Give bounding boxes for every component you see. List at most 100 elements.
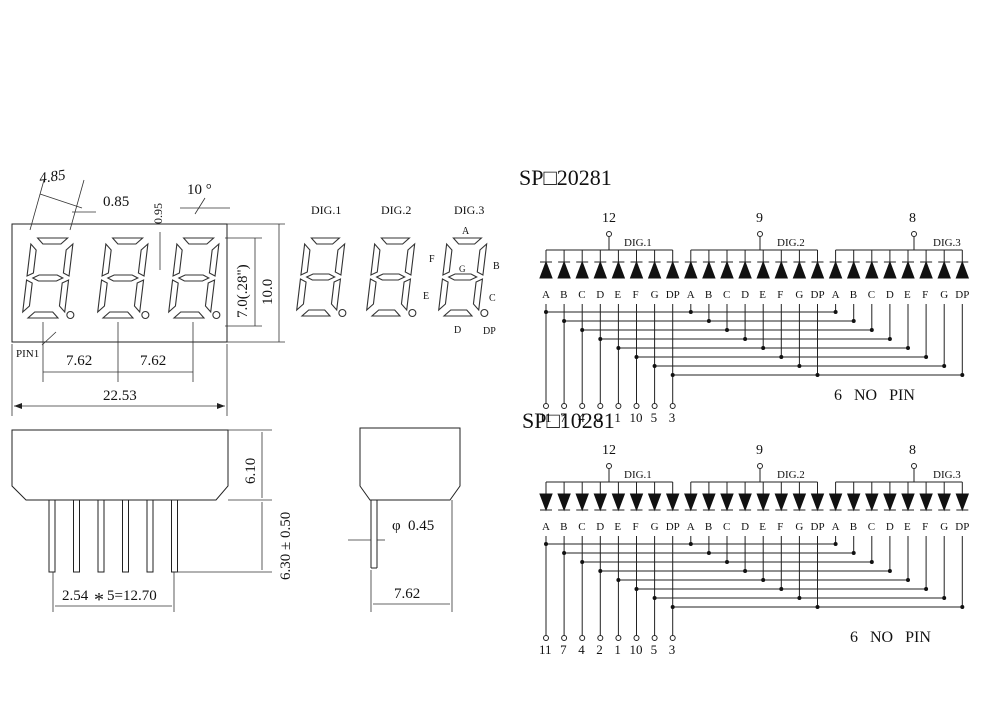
junction-dot [797,596,802,600]
segment-label: E [904,521,911,533]
dim-total-height: 10.0 [260,279,276,305]
junction-dot [887,337,892,341]
dim-digit-height: 7.0(.28") [235,264,251,318]
seg-label-c: C [489,293,496,304]
segment-label: DP [811,521,825,533]
segment-label: B [705,521,712,533]
led-diode [575,260,589,279]
schematic-2-common-pin-2: 9 [756,443,763,458]
segment-label: E [759,521,766,533]
segment-label: G [940,521,948,533]
common-pin-terminal [606,231,612,237]
segment-c [133,279,145,314]
pin-terminal [543,635,549,641]
common-pin-terminal [757,231,763,237]
segment-label: A [687,521,695,533]
side-body [11,429,229,501]
led-diode [774,260,789,279]
segment-label: DP [666,289,680,301]
pin-terminal [633,403,640,409]
decimal-point [480,308,489,318]
led-diode [810,260,825,279]
segment-b [404,242,416,276]
segment-a [182,237,216,245]
segment-b [62,242,74,277]
front-view: 4.85 0.85 0.95 10 ° 7.0(.28") 10.0 7.62 … [11,167,285,416]
pin-number: 4 [578,410,585,425]
common-pin-terminal [911,231,917,237]
led-diode [575,493,589,512]
junction-dot [562,319,567,323]
schematic-1-common-pin-3: 8 [909,211,916,226]
dim-pin-dia: 0.45 [408,518,434,534]
schematic-1-title: SP□20281 [519,165,612,190]
segment-label: E [904,289,911,301]
segment-digit-1 [296,237,347,318]
pin-number: 5 [651,410,658,425]
segment-label: B [560,289,567,301]
common-pin-terminal [757,463,763,469]
junction-dot [616,346,621,350]
front-digit-3 [168,237,221,320]
segment-label: B [560,521,567,533]
segment-label: F [777,289,783,301]
dim-pin-length: 6.30 ± 0.50 [278,512,294,580]
junction-dot [544,310,548,314]
led-diode [792,493,807,512]
pin-terminal [543,403,549,409]
schematic-2-dig1: DIG.1 [624,469,652,481]
segment-label: A [687,289,695,301]
side-pin [48,499,56,573]
junction-dot [833,310,838,314]
segment-label: F [777,521,783,533]
seg-view-dig3: DIG.3 [454,203,484,217]
led-diode [720,260,734,279]
led-diode [901,260,915,279]
led-diode [557,260,571,279]
schematic-2-dig2: DIG.2 [777,469,805,481]
pin-terminal [561,635,568,641]
seg-label-e: E [423,291,429,302]
segment-label: D [596,289,604,301]
led-diode [738,493,752,512]
led-diode [774,493,789,512]
junction-dot [833,542,838,546]
junction-dot [688,542,693,546]
pin-number: 11 [539,642,552,657]
segment-c [330,278,342,312]
led-diode [955,260,970,279]
segment-a [380,237,411,245]
led-diode [756,260,770,279]
seg-view-dig1: DIG.1 [311,203,341,217]
dim-slant-angle: 10 ° [187,182,212,198]
segment-f [300,242,311,276]
dim-pin-pitch-tail: 5=12.70 [107,588,157,604]
decimal-point [408,308,417,318]
front-digits [22,237,221,320]
led-diode [937,260,951,279]
dim-pitch-1: 7.62 [66,353,92,369]
dim-segment-width: 4.85 [38,167,67,187]
side-pin [146,499,154,573]
segment-label: C [578,521,585,533]
segment-label: C [868,521,875,533]
dim-pin-dia-symbol: φ [392,518,401,534]
pin-terminal [597,403,604,409]
side-pin [171,499,178,573]
junction-dot [851,319,856,323]
led-diode [720,493,734,512]
segment-label: DP [955,289,969,301]
end-view: φ 0.45 7.62 [348,427,461,612]
junction-dot [688,310,693,314]
pin-number: 5 [651,642,658,657]
segment-f [26,242,37,277]
dim-row-spacing: 7.62 [394,586,420,602]
front-digit-2 [97,237,150,320]
led-diode [919,260,933,279]
decimal-point [212,310,221,320]
segment-a [36,237,70,245]
dim-095: 0.95 [151,203,165,224]
